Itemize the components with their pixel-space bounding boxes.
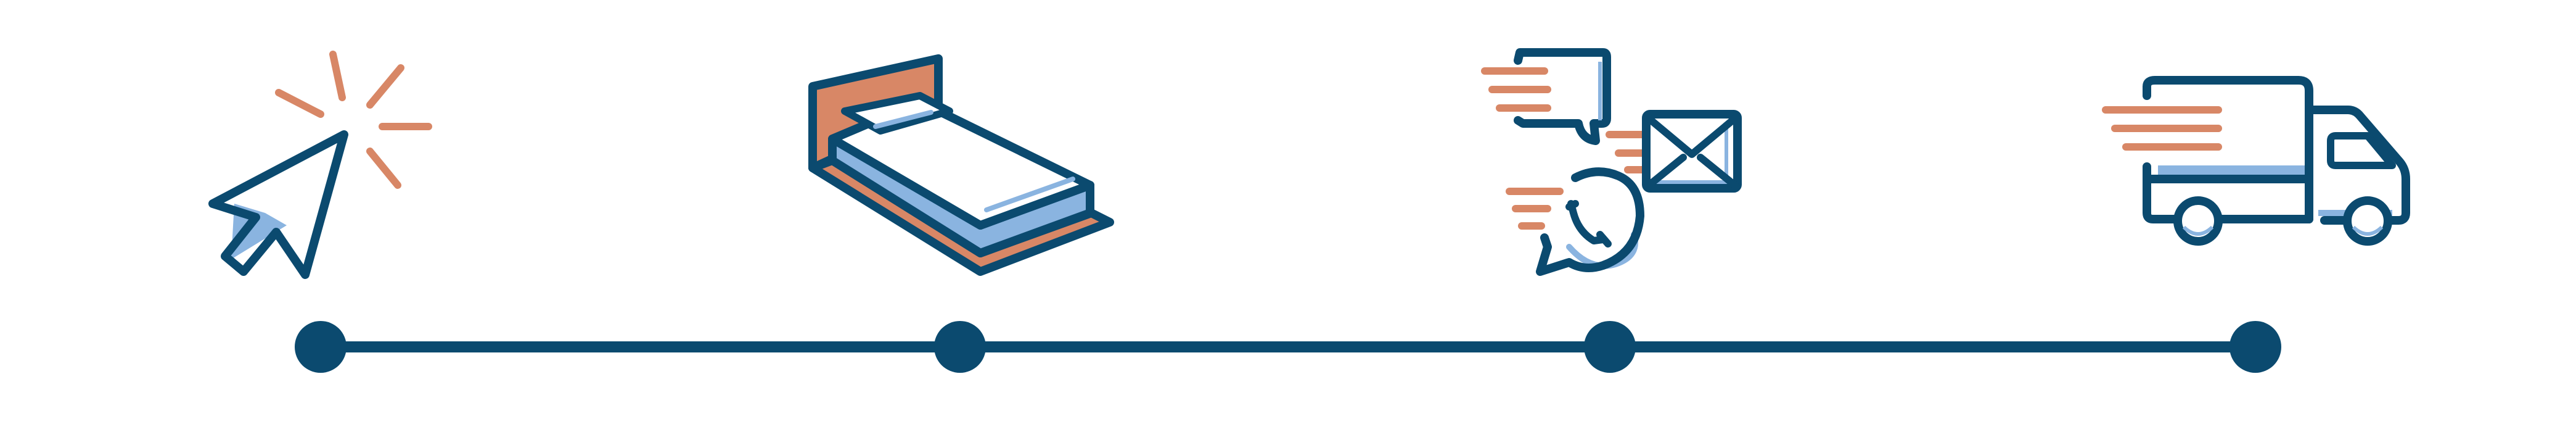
timeline-node-3	[1584, 321, 1636, 373]
delivery-truck-icon	[2102, 76, 2410, 246]
timeline-node-4	[2229, 321, 2281, 373]
timeline-node-2	[934, 321, 986, 373]
cursor-click-icon	[208, 51, 432, 279]
book-icon	[808, 54, 1114, 276]
timeline-node-1	[295, 321, 347, 373]
chat-mail-phone-icon	[1481, 48, 1742, 276]
